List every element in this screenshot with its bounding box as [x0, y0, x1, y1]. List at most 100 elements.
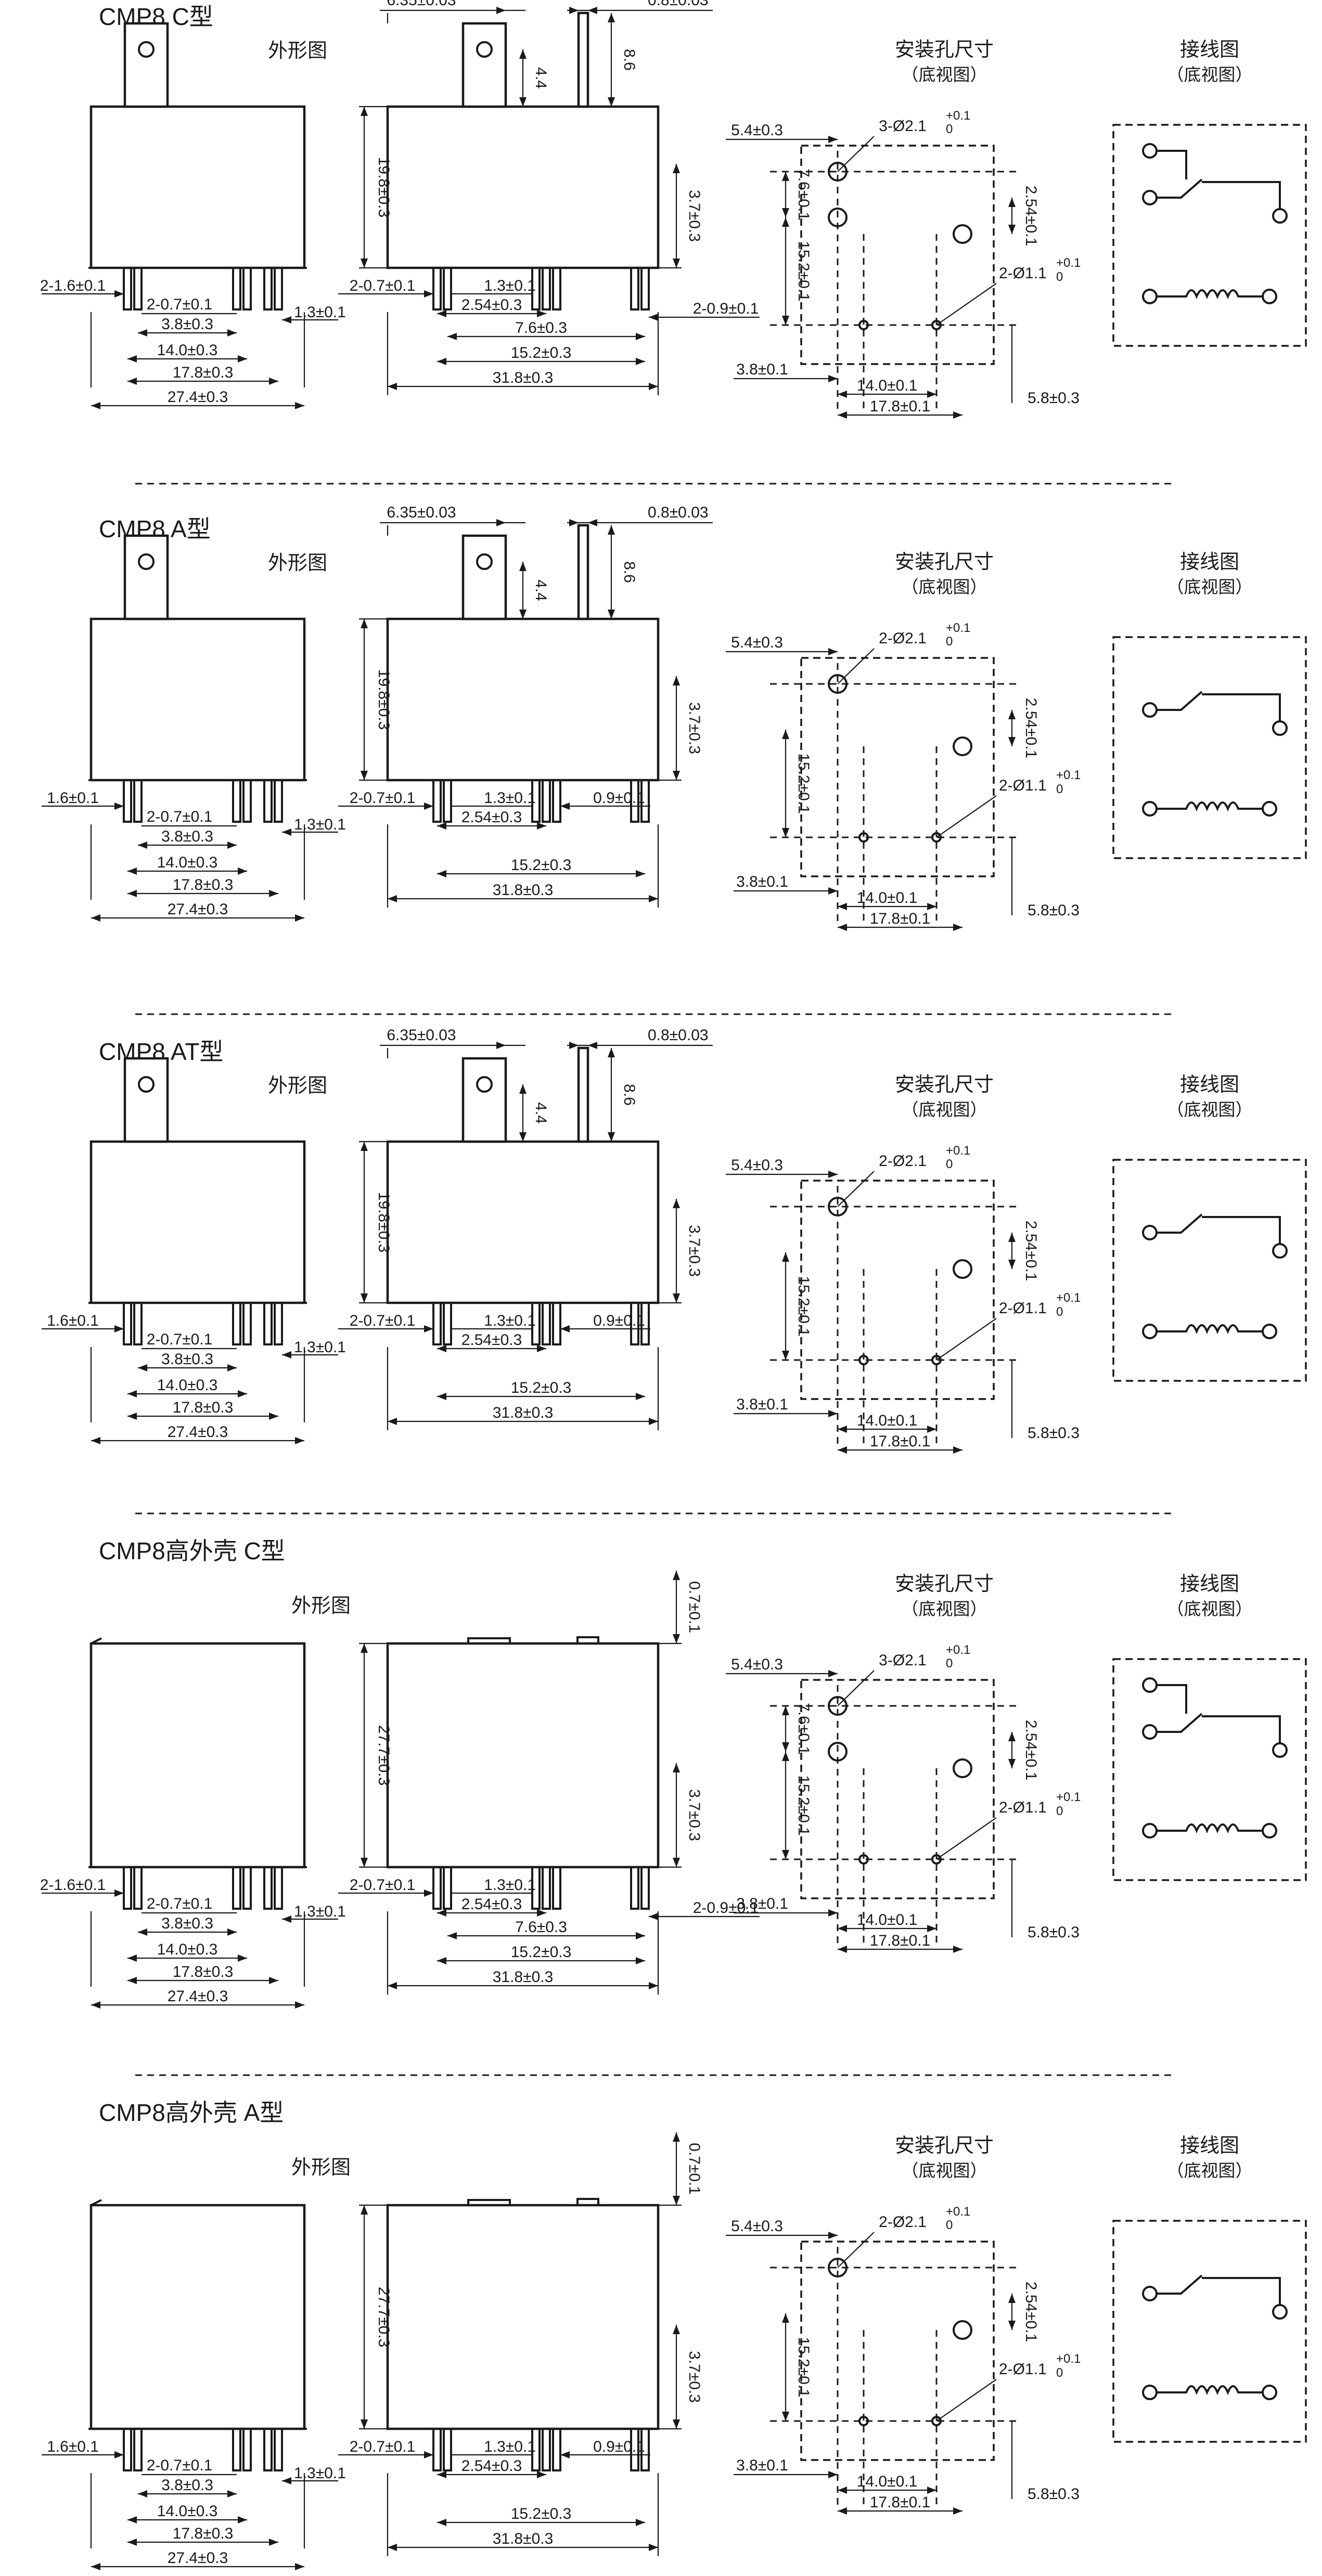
pin: [133, 2428, 143, 2471]
terminal-hole: [138, 41, 155, 58]
wiring-title: 接线图: [1180, 551, 1239, 573]
pin: [432, 267, 442, 310]
dimension-label: 0: [1056, 1305, 1063, 1319]
section-title: CMP8高外壳 A型: [99, 2099, 284, 2126]
dimension-label: 2.54±0.3: [461, 1896, 522, 1913]
dimension-label: 3.8±0.3: [161, 1351, 213, 1368]
dimension-arrow: [673, 1571, 680, 1580]
pin: [274, 779, 283, 823]
dimension-arrow: [649, 1418, 658, 1425]
dimension-arrow: [838, 903, 847, 910]
wiring-title: 接线图: [1180, 39, 1239, 61]
dimension-label: 14.0±0.3: [157, 342, 218, 359]
dimension-label: 1.3±0.1: [484, 1876, 536, 1894]
pin: [542, 1866, 551, 1910]
dimension-arrow: [673, 771, 680, 780]
dimension-label: 0.8±0.03: [648, 1027, 709, 1044]
relay-body-front: [89, 1140, 306, 1304]
dimension-label: 2-0.7±0.1: [350, 1876, 416, 1894]
dimension-arrow: [927, 903, 936, 910]
leader-line: [837, 136, 875, 172]
pin: [232, 2428, 241, 2471]
dimension-arrow: [782, 2313, 789, 2323]
dimension-label: 15.2±0.1: [795, 2337, 812, 2398]
dimension-arrow: [649, 1913, 658, 1920]
dimension-arrow: [828, 2471, 838, 2478]
dimension-arrow: [828, 648, 838, 655]
pin: [531, 2428, 541, 2471]
coil-icon: [1157, 801, 1263, 812]
dimension-arrow: [138, 842, 147, 849]
dimension-arrow: [838, 1446, 847, 1454]
dimension-arrow: [608, 525, 615, 535]
dimension-arrow: [588, 519, 597, 526]
dimension-arrow: [127, 890, 137, 897]
dimension-arrow: [361, 1142, 368, 1151]
terminal-no: [1272, 2304, 1288, 2320]
dimension-arrow: [496, 519, 506, 526]
dimension-arrow: [608, 13, 615, 22]
dimension-arrow: [127, 868, 137, 875]
dimension-arrow: [537, 1909, 546, 1917]
dimension-arrow: [127, 378, 137, 385]
dimension-arrow: [838, 411, 847, 419]
dimension-arrow: [437, 1393, 446, 1400]
dimension-label: 1.3±0.1: [294, 2465, 346, 2482]
coil-terminal: [1262, 2385, 1277, 2400]
wiring-diagram: 接线图（底视图）: [1112, 2135, 1307, 2443]
dimension-arrow: [282, 1351, 291, 1358]
mount-hole: [953, 224, 972, 244]
lid-step: [467, 1637, 511, 1645]
pin: [640, 1302, 650, 1345]
dimension-label: 2.54±0.1: [1022, 186, 1039, 247]
dimension-label: 0: [946, 2218, 953, 2232]
dimension-arrow: [649, 1982, 658, 1989]
dimension-arrow: [649, 383, 658, 390]
dimension-label: 2.54±0.3: [461, 296, 522, 314]
dimension-label: 2.54±0.1: [1022, 2282, 1039, 2342]
dimension-label: 1.6±0.1: [47, 2438, 99, 2455]
leader-line: [837, 648, 875, 684]
dimension-arrow: [782, 1351, 789, 1360]
leader-line: [837, 1171, 875, 1207]
contact-arm: [1157, 178, 1203, 199]
dimension-label: 0.8±0.03: [648, 504, 709, 521]
contact-no-line: [1202, 2277, 1281, 2305]
pin: [133, 267, 143, 310]
dimension-arrow: [537, 822, 546, 830]
dimension-label: 2-Ø1.1: [999, 1300, 1047, 1317]
dimension-arrow: [114, 802, 124, 810]
dimension-label: 7.6±0.1: [795, 1703, 812, 1755]
dimension-arrow: [361, 258, 368, 268]
dimension-arrow: [673, 1763, 680, 1772]
dimension-arrow: [361, 1293, 368, 1303]
pin: [542, 267, 551, 310]
dimension-label: 2-0.7±0.1: [350, 789, 416, 807]
dimension-label: 3.8±0.1: [736, 873, 788, 890]
dimension-arrow: [91, 2563, 100, 2570]
dimension-label: 6.35±0.03: [387, 0, 456, 9]
dimension-arrow: [828, 375, 838, 382]
pin: [630, 1866, 639, 1910]
dimension-label: 19.8±0.3: [375, 669, 392, 730]
dimension-arrow: [560, 2451, 570, 2458]
dimension-label: 3.7±0.3: [686, 1789, 703, 1841]
pin: [630, 2428, 639, 2471]
dimension-label: 3.7±0.3: [686, 1225, 703, 1277]
dimension-label: 7.6±0.1: [795, 169, 812, 221]
pin: [552, 1866, 561, 1910]
coil-terminal: [1262, 801, 1277, 817]
dimension-label: 1.6±0.1: [47, 789, 99, 807]
dimension-label: 14.0±0.3: [157, 1941, 218, 1958]
dimension-label: 27.7±0.3: [375, 1725, 392, 1786]
dimension-label: 19.8±0.3: [375, 157, 392, 218]
dimension-label: 0.9±0.1: [593, 789, 645, 807]
dimension-label: 2-Ø2.1: [879, 630, 927, 647]
dimension-arrow: [282, 829, 291, 836]
pin: [242, 779, 252, 823]
dimension-arrow: [782, 2412, 789, 2421]
dimension-arrow: [519, 1132, 527, 1142]
terminal-no: [1272, 208, 1288, 224]
dimension-label: 5.8±0.3: [1028, 2486, 1080, 2503]
lid-edge: [91, 2199, 102, 2206]
